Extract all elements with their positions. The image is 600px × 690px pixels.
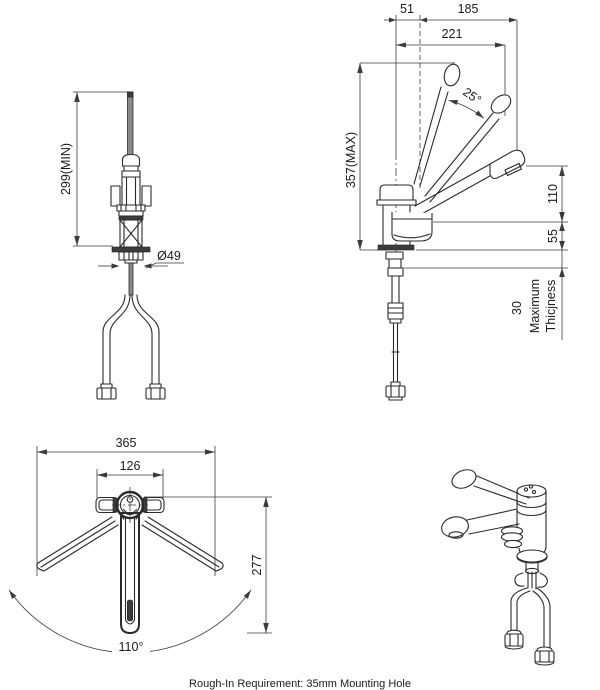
spout-slot xyxy=(127,599,134,622)
side-faucet-body: 25° xyxy=(376,63,526,401)
dim-label-height-max: 357(MAX) xyxy=(344,132,358,188)
iso-spout-outlet xyxy=(441,516,469,538)
dim-height-max: 357(MAX) xyxy=(344,62,455,251)
locknut xyxy=(387,267,404,277)
iso-body-top xyxy=(516,484,547,498)
lever-tip-down xyxy=(490,94,512,114)
front-supply-hoses xyxy=(96,294,166,400)
iso-left-nut xyxy=(504,629,524,650)
front-faucet-body xyxy=(110,91,152,296)
dim-label-spout-reach: 221 xyxy=(442,27,463,41)
dim-spout-height: 110 xyxy=(433,165,568,223)
side-view: 51 185 221 357(MAX) xyxy=(344,2,568,401)
iso-right-nut xyxy=(534,646,555,666)
dim-flange-span: 126 xyxy=(96,459,164,498)
dim-base-diameter: Ø49 xyxy=(98,249,184,269)
left-wing xyxy=(110,185,121,207)
rough-in-note: Rough-In Requirement: 35mm Mounting Hole xyxy=(189,678,411,690)
spout-swing-left xyxy=(36,516,119,572)
dim-handle-reach: 185 xyxy=(420,2,517,23)
spout-outlet xyxy=(489,149,526,180)
plan-left-lug xyxy=(95,496,125,520)
dim-label-handle-reach: 185 xyxy=(458,2,479,16)
escutcheon xyxy=(377,244,415,251)
dim-label-swivel-angle: 110° xyxy=(119,640,144,654)
dim-label-swivel-depth: 277 xyxy=(250,555,264,576)
iso-escutcheon xyxy=(516,549,548,563)
dim-label-base-diameter: Ø49 xyxy=(157,249,181,263)
dim-label-deck-thickness-text2: Thicjness xyxy=(544,280,558,333)
front-view: 299(MIN) xyxy=(59,91,184,400)
plan-view: 365 126 277 xyxy=(8,436,272,654)
left-hose-nut xyxy=(96,383,117,400)
dim-label-flange-span: 126 xyxy=(120,459,141,473)
center-stud xyxy=(128,262,134,296)
side-hose-nut xyxy=(385,381,406,401)
dim-label-deck-thickness-value: 30 xyxy=(510,301,524,315)
dim-label-swivel-span: 365 xyxy=(116,436,137,450)
dim-swivel-depth: 277 xyxy=(144,496,272,634)
dim-base-height: 55 xyxy=(416,222,568,251)
lever-rod xyxy=(127,91,134,156)
lever-tip-up xyxy=(443,63,461,87)
dim-swivel-span: 365 xyxy=(36,436,216,576)
dim-handle-angle: 25° xyxy=(448,85,485,119)
dim-deck-thickness: 30 Maximum Thicjness xyxy=(404,250,568,340)
plan-right-lug xyxy=(135,496,165,520)
shank xyxy=(118,251,144,261)
dim-swivel-angle: 110° xyxy=(8,589,252,654)
dim-handle-offset: 51 xyxy=(384,2,427,23)
dim-label-base-height: 55 xyxy=(546,229,560,243)
iso-lever-paddle xyxy=(451,469,477,489)
spout-swing-right xyxy=(141,516,224,572)
dim-height-min: 299(MIN) xyxy=(59,91,133,247)
dim-label-handle-angle: 25° xyxy=(460,85,484,107)
dim-label-handle-offset: 51 xyxy=(400,2,414,16)
right-wing xyxy=(141,185,152,207)
plan-spout xyxy=(120,512,140,634)
right-hose-nut xyxy=(145,383,166,400)
dim-label-deck-thickness-text1: Maximum xyxy=(528,279,542,333)
lever-knob xyxy=(121,153,141,167)
dim-label-height-min: 299(MIN) xyxy=(59,143,73,195)
plan-body-circle xyxy=(112,487,148,523)
isometric-view xyxy=(441,469,555,666)
dim-label-spout-height: 110 xyxy=(546,184,560,204)
dim-spout-reach: 221 xyxy=(396,27,505,48)
base-plate xyxy=(111,246,151,253)
